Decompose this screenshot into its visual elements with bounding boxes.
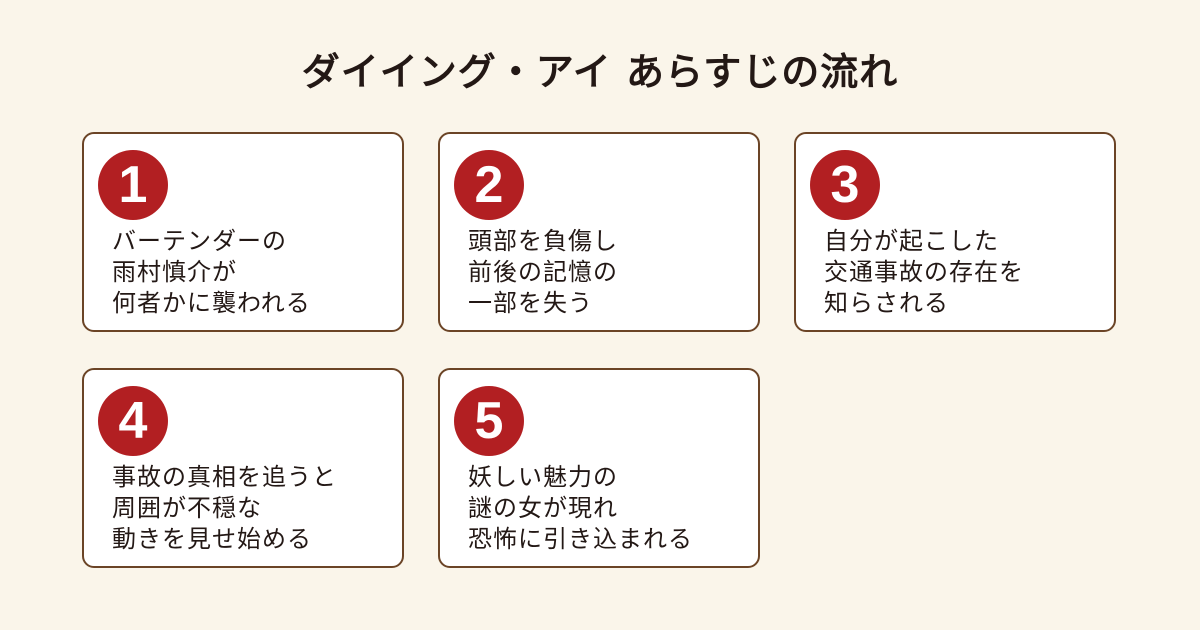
step-number-badge: 4 — [98, 386, 168, 456]
step-number-badge: 2 — [454, 150, 524, 220]
step-text-line: 謎の女が現れ — [468, 494, 618, 522]
step-card-5: 5 妖しい魅力の 謎の女が現れ 恐怖に引き込まれる — [438, 368, 760, 568]
step-text-line: 雨村慎介が — [112, 258, 237, 286]
diagram-title: ダイイング・アイ あらすじの流れ — [301, 50, 899, 94]
step-text-line: 事故の真相を追うと — [112, 463, 337, 491]
step-text-line: 何者かに襲われる — [112, 289, 311, 317]
step-card-1: 1 バーテンダーの 雨村慎介が 何者かに襲われる — [82, 132, 404, 332]
step-number-badge: 5 — [454, 386, 524, 456]
step-number-badge: 3 — [810, 150, 880, 220]
step-description: 頭部を負傷し 前後の記憶の 一部を失う — [468, 226, 748, 319]
step-card-2: 2 頭部を負傷し 前後の記憶の 一部を失う — [438, 132, 760, 332]
step-description: 妖しい魅力の 謎の女が現れ 恐怖に引き込まれる — [468, 462, 748, 555]
step-text-line: 自分が起こした — [824, 227, 999, 255]
step-text-line: 恐怖に引き込まれる — [468, 525, 693, 553]
step-text-line: 知らされる — [824, 289, 949, 317]
step-text-line: 頭部を負傷し — [468, 227, 618, 255]
step-text-line: 妖しい魅力の — [468, 463, 618, 491]
step-description: 事故の真相を追うと 周囲が不穏な 動きを見せ始める — [112, 462, 392, 555]
step-text-line: 周囲が不穏な — [112, 494, 262, 522]
step-text-line: 一部を失う — [468, 289, 593, 317]
step-text-line: バーテンダーの — [112, 227, 287, 255]
step-card-3: 3 自分が起こした 交通事故の存在を 知らされる — [794, 132, 1116, 332]
step-number-badge: 1 — [98, 150, 168, 220]
step-card-4: 4 事故の真相を追うと 周囲が不穏な 動きを見せ始める — [82, 368, 404, 568]
step-description: 自分が起こした 交通事故の存在を 知らされる — [824, 226, 1104, 319]
step-description: バーテンダーの 雨村慎介が 何者かに襲われる — [112, 226, 392, 319]
step-text-line: 交通事故の存在を — [824, 258, 1024, 286]
step-text-line: 動きを見せ始める — [112, 525, 312, 553]
step-text-line: 前後の記憶の — [468, 258, 618, 286]
